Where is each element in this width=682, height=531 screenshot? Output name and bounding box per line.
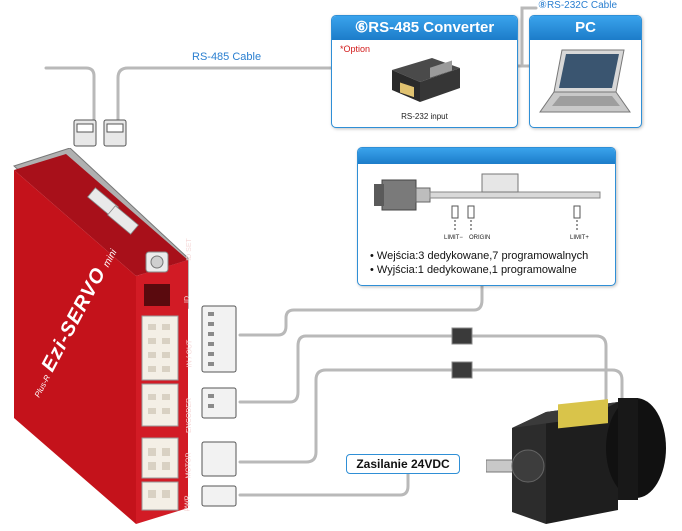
port-label-id-set: ID SET bbox=[185, 238, 193, 261]
converter-option-note: *Option bbox=[340, 44, 371, 54]
limit-minus-label: LIMIT− bbox=[444, 235, 463, 241]
linear-axis-diagram bbox=[374, 173, 601, 230]
driver-top bbox=[14, 154, 188, 276]
port-label-id: ID bbox=[184, 296, 191, 303]
converter-device-image bbox=[392, 58, 460, 102]
laptop-icon bbox=[539, 49, 631, 113]
encoder-plug bbox=[201, 387, 237, 419]
port-label-encoder: ENCODER bbox=[186, 397, 194, 434]
power-label: Zasilanie 24VDC bbox=[346, 454, 460, 474]
port-label-in-out: IN / OUT bbox=[186, 339, 194, 368]
io-cable bbox=[238, 282, 484, 337]
pwr-port bbox=[141, 481, 179, 511]
driver-unit bbox=[13, 148, 189, 524]
io-panel: LIMIT− ORIGIN LIMIT+ • Wejścia:3 dedykow… bbox=[357, 147, 616, 286]
feature-outputs-text: Wyjścia:1 dedykowane,1 programowalne bbox=[376, 264, 577, 276]
pwr-plug bbox=[201, 485, 237, 507]
id-display bbox=[144, 284, 170, 306]
feature-outputs: • Wyjścia:1 dedykowane,1 programowalne bbox=[370, 264, 577, 276]
origin-label: ORIGIN bbox=[469, 235, 491, 241]
converter-title: ⑥RS-485 Converter bbox=[332, 16, 517, 40]
port-label-motor: MOTOR bbox=[185, 452, 193, 479]
motor-cable bbox=[238, 368, 624, 464]
rs485-cable bbox=[116, 66, 334, 124]
pc-title: PC bbox=[530, 16, 641, 40]
rs485-connectors bbox=[73, 119, 127, 147]
io-panel-header bbox=[358, 148, 615, 164]
converter-input-label: RS-232 input bbox=[401, 112, 448, 121]
encoder-coupler bbox=[451, 327, 473, 345]
limit-plus-label: LIMIT+ bbox=[570, 235, 589, 241]
rs232c-cable bbox=[520, 6, 538, 68]
feature-inputs-text: Wejścia:3 dedykowane,7 programowalnych bbox=[376, 250, 589, 262]
encoder-cable bbox=[238, 334, 608, 404]
rs485-cable-label: RS-485 Cable bbox=[192, 51, 262, 63]
driver-side bbox=[14, 170, 136, 524]
converter-panel: ⑥RS-485 Converter *Option RS-232 input bbox=[331, 15, 518, 128]
bullet-icon: • bbox=[370, 250, 377, 262]
rs232c-cable-label: ⑧RS-232C Cable bbox=[538, 0, 617, 11]
power-cable bbox=[238, 470, 410, 497]
feature-inputs: • Wejścia:3 dedykowane,7 programowalnych bbox=[370, 250, 588, 262]
motor-coupler bbox=[451, 361, 473, 379]
servo-motor bbox=[486, 398, 666, 524]
driver-plugs bbox=[201, 305, 237, 507]
pc-panel: PC bbox=[529, 15, 642, 128]
io-port bbox=[141, 315, 179, 381]
bullet-icon: • bbox=[370, 264, 377, 276]
motor-port bbox=[141, 437, 179, 479]
io-plug bbox=[201, 305, 237, 373]
port-label-pwr: PWR bbox=[184, 495, 192, 512]
motor-plug bbox=[201, 441, 237, 477]
rs485-cable-branch bbox=[44, 66, 96, 124]
encoder-port bbox=[141, 383, 179, 427]
